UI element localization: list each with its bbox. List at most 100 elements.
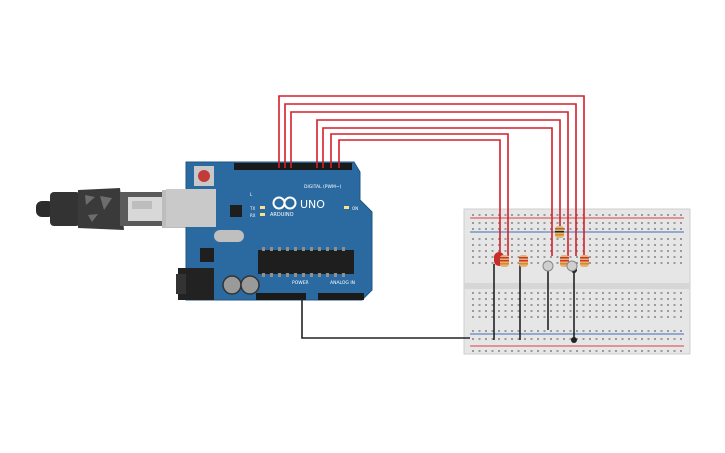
breadboard-hole[interactable] bbox=[478, 256, 481, 258]
breadboard-hole[interactable] bbox=[654, 298, 656, 300]
breadboard-hole[interactable] bbox=[537, 228, 539, 230]
breadboard-hole[interactable] bbox=[667, 256, 669, 258]
breadboard-hole[interactable] bbox=[491, 256, 494, 258]
breadboard-hole[interactable] bbox=[498, 228, 500, 230]
breadboard-hole[interactable] bbox=[660, 350, 663, 352]
breadboard-hole[interactable] bbox=[524, 330, 526, 332]
breadboard-hole[interactable] bbox=[550, 350, 552, 352]
breadboard-hole[interactable] bbox=[680, 250, 682, 252]
breadboard-hole[interactable] bbox=[615, 298, 617, 300]
breadboard-hole[interactable] bbox=[680, 238, 682, 240]
breadboard-hole[interactable] bbox=[582, 330, 585, 332]
breadboard-hole[interactable] bbox=[478, 350, 481, 352]
breadboard-hole[interactable] bbox=[485, 298, 487, 300]
breadboard-hole[interactable] bbox=[511, 250, 513, 252]
breadboard-hole[interactable] bbox=[595, 214, 598, 216]
breadboard-hole[interactable] bbox=[641, 350, 643, 352]
breadboard-hole[interactable] bbox=[667, 262, 669, 264]
breadboard-hole[interactable] bbox=[504, 298, 507, 300]
breadboard-hole[interactable] bbox=[556, 250, 559, 252]
breadboard-hole[interactable] bbox=[647, 228, 650, 230]
breadboard-hole[interactable] bbox=[543, 304, 546, 306]
breadboard-hole[interactable] bbox=[680, 304, 682, 306]
breadboard-hole[interactable] bbox=[634, 310, 637, 312]
breadboard-hole[interactable] bbox=[602, 292, 604, 294]
breadboard-hole[interactable] bbox=[478, 298, 481, 300]
breadboard-hole[interactable] bbox=[673, 316, 676, 318]
breadboard-hole[interactable] bbox=[621, 330, 624, 332]
breadboard-hole[interactable] bbox=[563, 244, 565, 246]
breadboard-hole[interactable] bbox=[621, 262, 624, 264]
breadboard-hole[interactable] bbox=[647, 214, 650, 216]
breadboard-hole[interactable] bbox=[563, 330, 565, 332]
breadboard-hole[interactable] bbox=[595, 244, 598, 246]
breadboard-hole[interactable] bbox=[673, 256, 676, 258]
breadboard-hole[interactable] bbox=[582, 316, 585, 318]
breadboard-hole[interactable] bbox=[667, 298, 669, 300]
breadboard-hole[interactable] bbox=[641, 228, 643, 230]
breadboard-hole[interactable] bbox=[491, 304, 494, 306]
breadboard-hole[interactable] bbox=[582, 310, 585, 312]
breadboard-hole[interactable] bbox=[517, 250, 520, 252]
breadboard-hole[interactable] bbox=[673, 298, 676, 300]
breadboard-hole[interactable] bbox=[647, 330, 650, 332]
breadboard-hole[interactable] bbox=[511, 238, 513, 240]
breadboard-hole[interactable] bbox=[485, 222, 487, 224]
breadboard-hole[interactable] bbox=[556, 338, 559, 340]
breadboard-hole[interactable] bbox=[563, 222, 565, 224]
breadboard-hole[interactable] bbox=[608, 244, 611, 246]
breadboard-hole[interactable] bbox=[517, 310, 520, 312]
arduino-uno-board[interactable]: ARDUINO UNO DIGITAL (PWM~) POWER ANALOG … bbox=[166, 161, 373, 301]
breadboard-hole[interactable] bbox=[511, 350, 513, 352]
breadboard-hole[interactable] bbox=[595, 256, 598, 258]
breadboard-hole[interactable] bbox=[556, 316, 559, 318]
breadboard-hole[interactable] bbox=[550, 304, 552, 306]
breadboard-hole[interactable] bbox=[524, 316, 526, 318]
breadboard-hole[interactable] bbox=[628, 350, 630, 352]
breadboard-hole[interactable] bbox=[647, 262, 650, 264]
breadboard-hole[interactable] bbox=[491, 244, 494, 246]
breadboard-hole[interactable] bbox=[654, 214, 656, 216]
breadboard-hole[interactable] bbox=[504, 292, 507, 294]
breadboard-hole[interactable] bbox=[524, 222, 526, 224]
breadboard-hole[interactable] bbox=[478, 310, 481, 312]
breadboard-hole[interactable] bbox=[647, 250, 650, 252]
breadboard-hole[interactable] bbox=[563, 304, 565, 306]
breadboard-hole[interactable] bbox=[543, 244, 546, 246]
breadboard-hole[interactable] bbox=[608, 298, 611, 300]
breadboard-hole[interactable] bbox=[472, 250, 474, 252]
breadboard-hole[interactable] bbox=[667, 310, 669, 312]
breadboard-hole[interactable] bbox=[602, 262, 604, 264]
breadboard-hole[interactable] bbox=[472, 298, 474, 300]
breadboard-hole[interactable] bbox=[576, 262, 578, 264]
breadboard-hole[interactable] bbox=[569, 244, 572, 246]
breadboard-hole[interactable] bbox=[602, 214, 604, 216]
breadboard-hole[interactable] bbox=[491, 298, 494, 300]
breadboard-hole[interactable] bbox=[628, 316, 630, 318]
breadboard-hole[interactable] bbox=[589, 262, 591, 264]
phototransistors[interactable] bbox=[542, 260, 578, 272]
breadboard-hole[interactable] bbox=[654, 292, 656, 294]
breadboard-hole[interactable] bbox=[543, 256, 546, 258]
breadboard-hole[interactable] bbox=[543, 222, 546, 224]
breadboard-hole[interactable] bbox=[517, 292, 520, 294]
breadboard-hole[interactable] bbox=[569, 350, 572, 352]
breadboard-hole[interactable] bbox=[595, 292, 598, 294]
breadboard-hole[interactable] bbox=[511, 214, 513, 216]
breadboard-hole[interactable] bbox=[667, 350, 669, 352]
breadboard-hole[interactable] bbox=[537, 250, 539, 252]
breadboard-hole[interactable] bbox=[517, 298, 520, 300]
breadboard-hole[interactable] bbox=[537, 338, 539, 340]
breadboard-hole[interactable] bbox=[634, 338, 637, 340]
breadboard-hole[interactable] bbox=[517, 244, 520, 246]
breadboard-hole[interactable] bbox=[576, 350, 578, 352]
breadboard-hole[interactable] bbox=[472, 214, 474, 216]
breadboard-hole[interactable] bbox=[621, 238, 624, 240]
breadboard-hole[interactable] bbox=[660, 338, 663, 340]
breadboard-hole[interactable] bbox=[602, 304, 604, 306]
breadboard-hole[interactable] bbox=[615, 304, 617, 306]
breadboard-hole[interactable] bbox=[667, 238, 669, 240]
breadboard-hole[interactable] bbox=[615, 244, 617, 246]
breadboard-hole[interactable] bbox=[621, 292, 624, 294]
